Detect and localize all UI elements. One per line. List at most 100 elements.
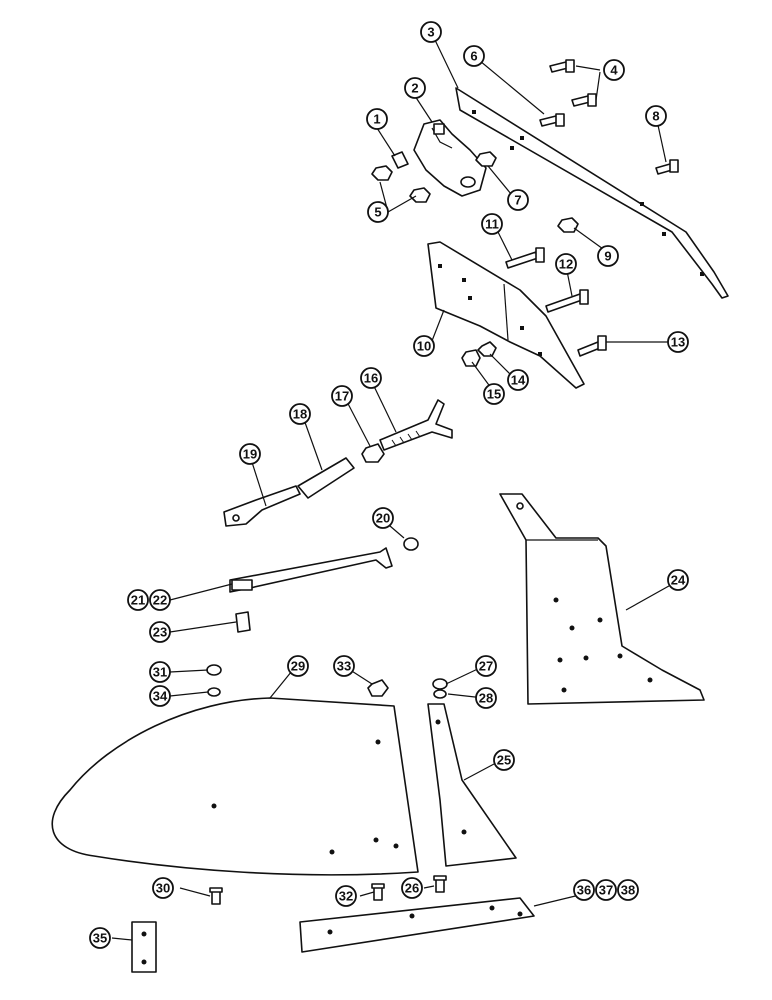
part-nut-27 [432, 678, 448, 690]
svg-text:15: 15 [487, 387, 501, 402]
callout-26: 26 [401, 877, 423, 899]
part-nut-17 [361, 443, 385, 463]
callout-34: 34 [149, 685, 171, 707]
svg-text:20: 20 [376, 511, 390, 526]
part-moldboard [51, 697, 419, 876]
callout-8: 8 [645, 105, 667, 127]
svg-text:19: 19 [243, 447, 257, 462]
svg-text:6: 6 [470, 49, 477, 64]
svg-text:27: 27 [479, 659, 493, 674]
callout-18: 18 [289, 403, 311, 425]
part-washer-20 [403, 537, 419, 551]
callout-35: 35 [89, 927, 111, 949]
part-share-tip [427, 703, 517, 867]
svg-text:16: 16 [364, 371, 378, 386]
part-moldboard-frog [499, 493, 705, 705]
callout-5: 5 [367, 201, 389, 223]
callout-23: 23 [149, 621, 171, 643]
part-nut-31 [206, 664, 222, 676]
callout-14: 14 [507, 369, 529, 391]
part-brace [229, 547, 393, 593]
part-hex-nut-5a [371, 165, 393, 181]
svg-text:13: 13 [671, 335, 685, 350]
svg-text:34: 34 [153, 689, 168, 704]
callout-32: 32 [335, 885, 357, 907]
callout-38: 38 [617, 879, 639, 901]
callout-7: 7 [507, 189, 529, 211]
part-hex-nut-5b [409, 187, 431, 203]
svg-text:32: 32 [339, 889, 353, 904]
svg-text:21: 21 [131, 593, 145, 608]
part-hex-nut-9 [557, 217, 579, 233]
svg-text:10: 10 [417, 339, 431, 354]
svg-text:11: 11 [485, 217, 499, 232]
svg-text:35: 35 [93, 931, 107, 946]
callout-22: 22 [149, 589, 171, 611]
callout-28: 28 [475, 687, 497, 709]
part-bolts-11-12-13 [505, 247, 607, 357]
svg-text:9: 9 [604, 249, 611, 264]
callout-30: 30 [152, 877, 174, 899]
part-nut-33 [367, 679, 389, 697]
svg-text:8: 8 [652, 109, 659, 124]
part-washer-28 [433, 689, 447, 699]
part-clip [235, 611, 251, 633]
callout-33: 33 [333, 655, 355, 677]
part-bolts-26-30-32 [209, 875, 447, 905]
part-square-nut [391, 151, 409, 169]
part-bracket [413, 119, 487, 197]
callout-17: 17 [331, 385, 353, 407]
callout-13: 13 [667, 331, 689, 353]
svg-text:12: 12 [559, 257, 573, 272]
svg-text:18: 18 [293, 407, 307, 422]
svg-text:37: 37 [599, 883, 613, 898]
svg-text:33: 33 [337, 659, 351, 674]
callout-25: 25 [493, 749, 515, 771]
callout-36: 36 [573, 879, 595, 901]
part-hex-nut-14 [477, 341, 497, 357]
svg-text:17: 17 [335, 389, 349, 404]
part-turnbuckle [297, 457, 355, 499]
part-washer-34 [207, 687, 221, 697]
callout-27: 27 [475, 655, 497, 677]
svg-text:30: 30 [156, 881, 170, 896]
callout-21: 21 [127, 589, 149, 611]
callout-15: 15 [483, 383, 505, 405]
svg-text:23: 23 [153, 625, 167, 640]
svg-text:3: 3 [427, 25, 434, 40]
callout-19: 19 [239, 443, 261, 465]
svg-text:4: 4 [610, 63, 618, 78]
svg-text:26: 26 [405, 881, 419, 896]
callout-3: 3 [420, 21, 442, 43]
callout-31: 31 [149, 661, 171, 683]
callout-16: 16 [360, 367, 382, 389]
svg-text:5: 5 [374, 205, 381, 220]
callout-11: 11 [481, 213, 503, 235]
svg-text:31: 31 [153, 665, 167, 680]
svg-text:1: 1 [373, 112, 380, 127]
part-hex-nut-15 [461, 349, 481, 367]
svg-text:29: 29 [291, 659, 305, 674]
svg-text:14: 14 [511, 373, 526, 388]
part-hex-nut-7 [475, 151, 497, 167]
callout-9: 9 [597, 245, 619, 267]
callout-6: 6 [463, 45, 485, 67]
part-hook-bolt [379, 399, 453, 451]
svg-text:2: 2 [411, 81, 418, 96]
part-share [299, 897, 535, 953]
part-shin-plate [427, 241, 585, 389]
callout-37: 37 [595, 879, 617, 901]
part-frog-plate [455, 87, 729, 299]
part-bolts-4-6-8 [539, 59, 679, 175]
callout-4: 4 [603, 59, 625, 81]
svg-text:36: 36 [577, 883, 591, 898]
svg-text:38: 38 [621, 883, 635, 898]
part-strap [131, 921, 157, 973]
callout-20: 20 [372, 507, 394, 529]
svg-text:22: 22 [153, 593, 167, 608]
svg-text:25: 25 [497, 753, 511, 768]
svg-text:28: 28 [479, 691, 493, 706]
callout-1: 1 [366, 108, 388, 130]
